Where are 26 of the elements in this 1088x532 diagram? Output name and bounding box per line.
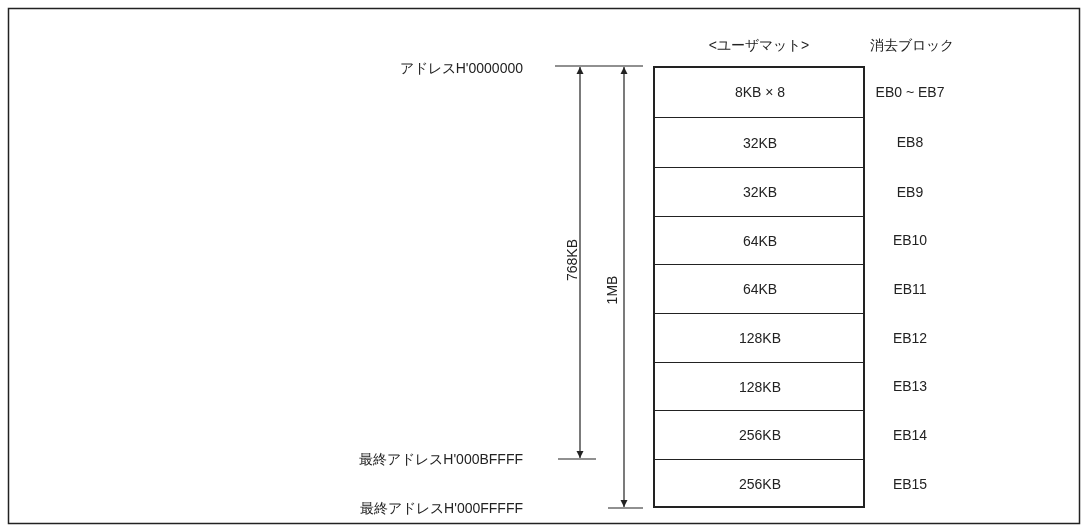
block-size: 256KB: [738, 476, 781, 492]
address-label: 最終アドレスH'000FFFFF: [360, 500, 523, 516]
erase-block-label: EB13: [891, 378, 929, 394]
block-size: 64KB: [742, 232, 778, 249]
block-size: 32KB: [742, 184, 778, 200]
erase-block-label: EB9: [895, 183, 925, 200]
block-size: 128KB: [738, 378, 781, 395]
erase-block-label: EB12: [891, 329, 929, 346]
block-size: 256KB: [738, 427, 781, 443]
erase-block-label: EB10: [891, 232, 929, 248]
erase-block-label: EB8: [895, 134, 925, 150]
dimension-label: 1MB: [604, 275, 620, 305]
block-size: 128KB: [738, 330, 781, 346]
erase-block-label: EB14: [891, 426, 929, 443]
block-size: 8KB × 8: [734, 83, 786, 100]
address-label: 最終アドレスH'000BFFFF: [359, 451, 523, 467]
address-label: アドレスH'0000000: [399, 60, 523, 76]
block-size: 64KB: [742, 281, 778, 297]
column-heading: 消去ブロック: [870, 37, 950, 53]
erase-block-label: EB15: [891, 475, 929, 492]
memory-map-box: [653, 66, 865, 508]
dimension-label: 768KB: [564, 239, 580, 281]
block-size: 32KB: [742, 134, 778, 151]
erase-block-label: EB11: [892, 280, 928, 297]
column-heading: <ユーザマット>: [707, 37, 811, 53]
erase-block-label: EB0 ~ EB7: [874, 83, 946, 100]
